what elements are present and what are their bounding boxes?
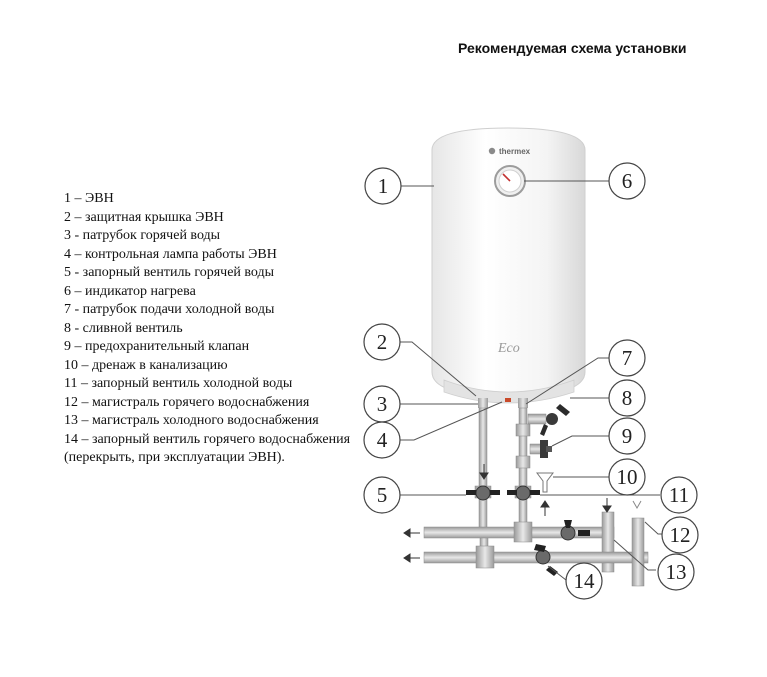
callout-9: 9 — [608, 417, 646, 455]
arrow-left-icon — [403, 528, 411, 538]
legend-item: 13 – магистраль холодного водоснабжения — [64, 413, 319, 428]
svg-text:7: 7 — [622, 346, 633, 370]
svg-text:14: 14 — [574, 569, 596, 593]
svg-text:6: 6 — [622, 169, 633, 193]
callout-6: 6 — [608, 162, 646, 200]
callout-8: 8 — [608, 379, 646, 417]
svg-text:12: 12 — [670, 523, 691, 547]
callout-5: 5 — [363, 476, 401, 514]
callout-14: 14 — [565, 562, 603, 600]
legend-item: 2 – защитная крышка ЭВН — [64, 209, 224, 225]
callout-12: 12 — [661, 516, 699, 554]
svg-text:11: 11 — [669, 483, 689, 507]
legend-item: 5 - запорный вентиль горячей воды — [64, 265, 275, 280]
diagram-title: Рекомендуемая схема установки — [458, 40, 687, 56]
callout-2: 2 — [363, 323, 401, 361]
legend-item: 7 - патрубок подачи холодной воды — [64, 302, 275, 317]
drain-valve — [527, 404, 570, 436]
callout-11: 11 — [660, 476, 698, 514]
arrow-left-icon — [403, 553, 411, 563]
arrow-down-icon — [602, 505, 612, 513]
cold-shutoff-valve — [507, 485, 540, 501]
brand-logo-icon — [488, 147, 496, 155]
arrow-up-icon — [540, 500, 550, 508]
svg-text:10: 10 — [617, 465, 638, 489]
brand-label: thermex — [499, 147, 531, 156]
callout-13: 13 — [657, 553, 695, 591]
legend-item: 11 – запорный вентиль холодной воды — [64, 376, 293, 391]
svg-text:1: 1 — [378, 174, 389, 198]
callout-1: 1 — [364, 167, 402, 205]
svg-text:3: 3 — [377, 392, 388, 416]
legend-item: 10 – дренаж в канализацию — [64, 357, 228, 373]
legend-item: 14 – запорный вентиль горячего водоснабж… — [64, 431, 351, 466]
callout-3: 3 — [363, 385, 401, 423]
legend-item: 8 - сливной вентиль — [64, 320, 183, 336]
drain-funnel — [536, 472, 554, 493]
legend-list: 1 – ЭВН 2 – защитная крышка ЭВН 3 - патр… — [64, 190, 364, 468]
flow-arrows — [403, 464, 642, 563]
legend-item: 6 – индикатор нагрева — [64, 283, 196, 299]
protective-cover — [443, 379, 575, 404]
svg-text:13: 13 — [666, 560, 687, 584]
callout-7: 7 — [608, 339, 646, 377]
svg-text:9: 9 — [622, 424, 633, 448]
svg-text:8: 8 — [622, 386, 633, 410]
water-heater-tank: thermex Eco — [431, 127, 586, 404]
indicator-lamp — [505, 398, 511, 402]
legend-item: 1 – ЭВН — [64, 191, 114, 206]
legend-item: 9 – предохранительный клапан — [64, 339, 250, 354]
callouts: 1 6 2 7 3 8 4 9 10 5 11 12 13 14 — [363, 162, 699, 600]
svg-text:5: 5 — [377, 483, 388, 507]
legend-item: 4 – контрольная лампа работы ЭВН — [64, 246, 277, 262]
callout-4: 4 — [363, 421, 401, 459]
model-mark: Eco — [497, 341, 520, 356]
safety-valve — [529, 440, 552, 458]
arrow-down-icon — [479, 472, 489, 480]
arrow-down-icon — [632, 500, 642, 510]
hot-water-main — [423, 517, 649, 587]
heat-indicator-gauge — [494, 165, 526, 197]
hot-shutoff-valve — [466, 485, 500, 501]
svg-text:4: 4 — [377, 428, 388, 452]
leader-lines — [398, 180, 664, 581]
legend-item: 12 – магистраль горячего водоснабжения — [64, 394, 310, 410]
callout-10: 10 — [608, 458, 646, 496]
legend-item: 3 - патрубок горячей воды — [64, 228, 221, 243]
svg-text:2: 2 — [377, 330, 388, 354]
